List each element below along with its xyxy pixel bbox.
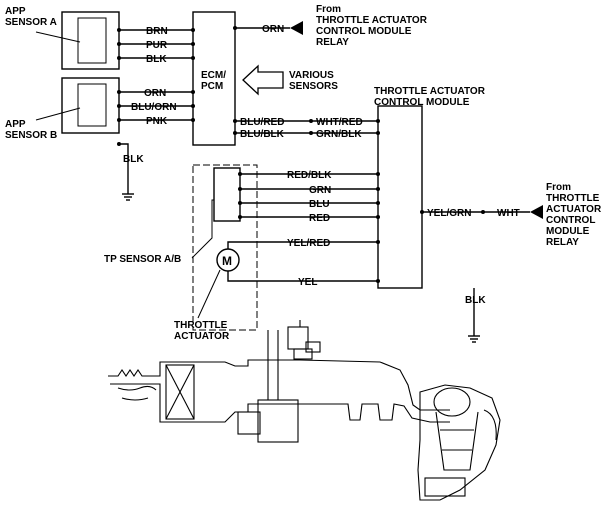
motor-m-glyph: M: [222, 254, 232, 268]
throttle-actuator-label-1: THROTTLE: [174, 320, 228, 331]
wire-wht: WHT: [497, 208, 520, 219]
wire-brn: BRN: [146, 26, 168, 37]
from-relay-top-2: THROTTLE ACTUATOR: [316, 15, 428, 26]
app-sensor-b-label-1: APP: [5, 119, 26, 130]
wiring-lines: [35, 11, 530, 343]
from-relay-right-3: ACTUATOR: [546, 204, 602, 215]
wire-blu-red: BLU/RED: [240, 117, 284, 128]
from-relay-right-6: RELAY: [546, 237, 579, 248]
wire-orn-b: ORN: [144, 88, 166, 99]
relay-input-triangle-right: [530, 205, 543, 219]
wire-grn: GRN: [309, 185, 331, 196]
labels: APP SENSOR A APP SENSOR B BRN PUR BLK OR…: [5, 4, 602, 342]
wire-orn-top: ORN: [262, 24, 284, 35]
wire-wht-red: WHT/RED: [316, 117, 363, 128]
from-relay-top-4: RELAY: [316, 37, 349, 48]
tacm-box: [377, 105, 423, 289]
tacm-label-1: THROTTLE ACTUATOR: [374, 86, 486, 97]
app-sensor-a-label-2: SENSOR A: [5, 17, 57, 28]
app-sensor-b-label-2: SENSOR B: [5, 130, 57, 141]
wire-blu-orn: BLU/ORN: [131, 102, 177, 113]
relay-input-triangle-top: [290, 21, 303, 35]
engine-illustration: [108, 320, 501, 501]
app-sensor-a-inner: [77, 17, 107, 64]
from-relay-top-3: CONTROL MODULE: [316, 26, 412, 37]
wire-yel-grn: YEL/GRN: [427, 208, 471, 219]
wire-blu-blk: BLU/BLK: [240, 129, 285, 140]
wire-blk-left: BLK: [123, 154, 144, 165]
wire-red-blk: RED/BLK: [287, 170, 332, 181]
various-sensors-2: SENSORS: [289, 81, 338, 92]
tp-sensor-box: [213, 167, 241, 222]
wire-pur: PUR: [146, 40, 168, 51]
app-sensor-b-box: [61, 77, 120, 134]
from-relay-right-1: From: [546, 182, 571, 193]
wire-blk: BLK: [146, 54, 167, 65]
wire-blu: BLU: [309, 199, 330, 210]
wire-yel: YEL: [298, 277, 317, 288]
from-relay-right-4: CONTROL: [546, 215, 595, 226]
throttle-body-outline: [192, 164, 258, 331]
wire-yel-red: YEL/RED: [287, 238, 330, 249]
app-sensor-a-box: [61, 11, 120, 70]
air-filter-box: [165, 364, 195, 420]
wire-pnk: PNK: [146, 116, 168, 127]
wire-blk-right: BLK: [465, 295, 486, 306]
wire-grn-blk: GRN/BLK: [316, 129, 362, 140]
ecm-label-1: ECM/: [201, 70, 226, 81]
from-relay-right-5: MODULE: [546, 226, 590, 237]
app-sensor-a-label-1: APP: [5, 6, 26, 17]
tp-sensor-label: TP SENSOR A/B: [104, 254, 181, 265]
connector-dots: [117, 21, 543, 283]
from-relay-right-2: THROTTLE: [546, 193, 600, 204]
ecm-label-2: PCM: [201, 81, 223, 92]
wire-red: RED: [309, 213, 330, 224]
from-relay-top-1: From: [316, 4, 341, 15]
tacm-label-2: CONTROL MODULE: [374, 97, 470, 108]
throttle-actuator-label-2: ACTUATOR: [174, 331, 230, 342]
ecm-pcm-box: [192, 11, 236, 146]
various-sensors-1: VARIOUS: [289, 70, 334, 81]
app-sensor-b-inner: [77, 83, 107, 127]
